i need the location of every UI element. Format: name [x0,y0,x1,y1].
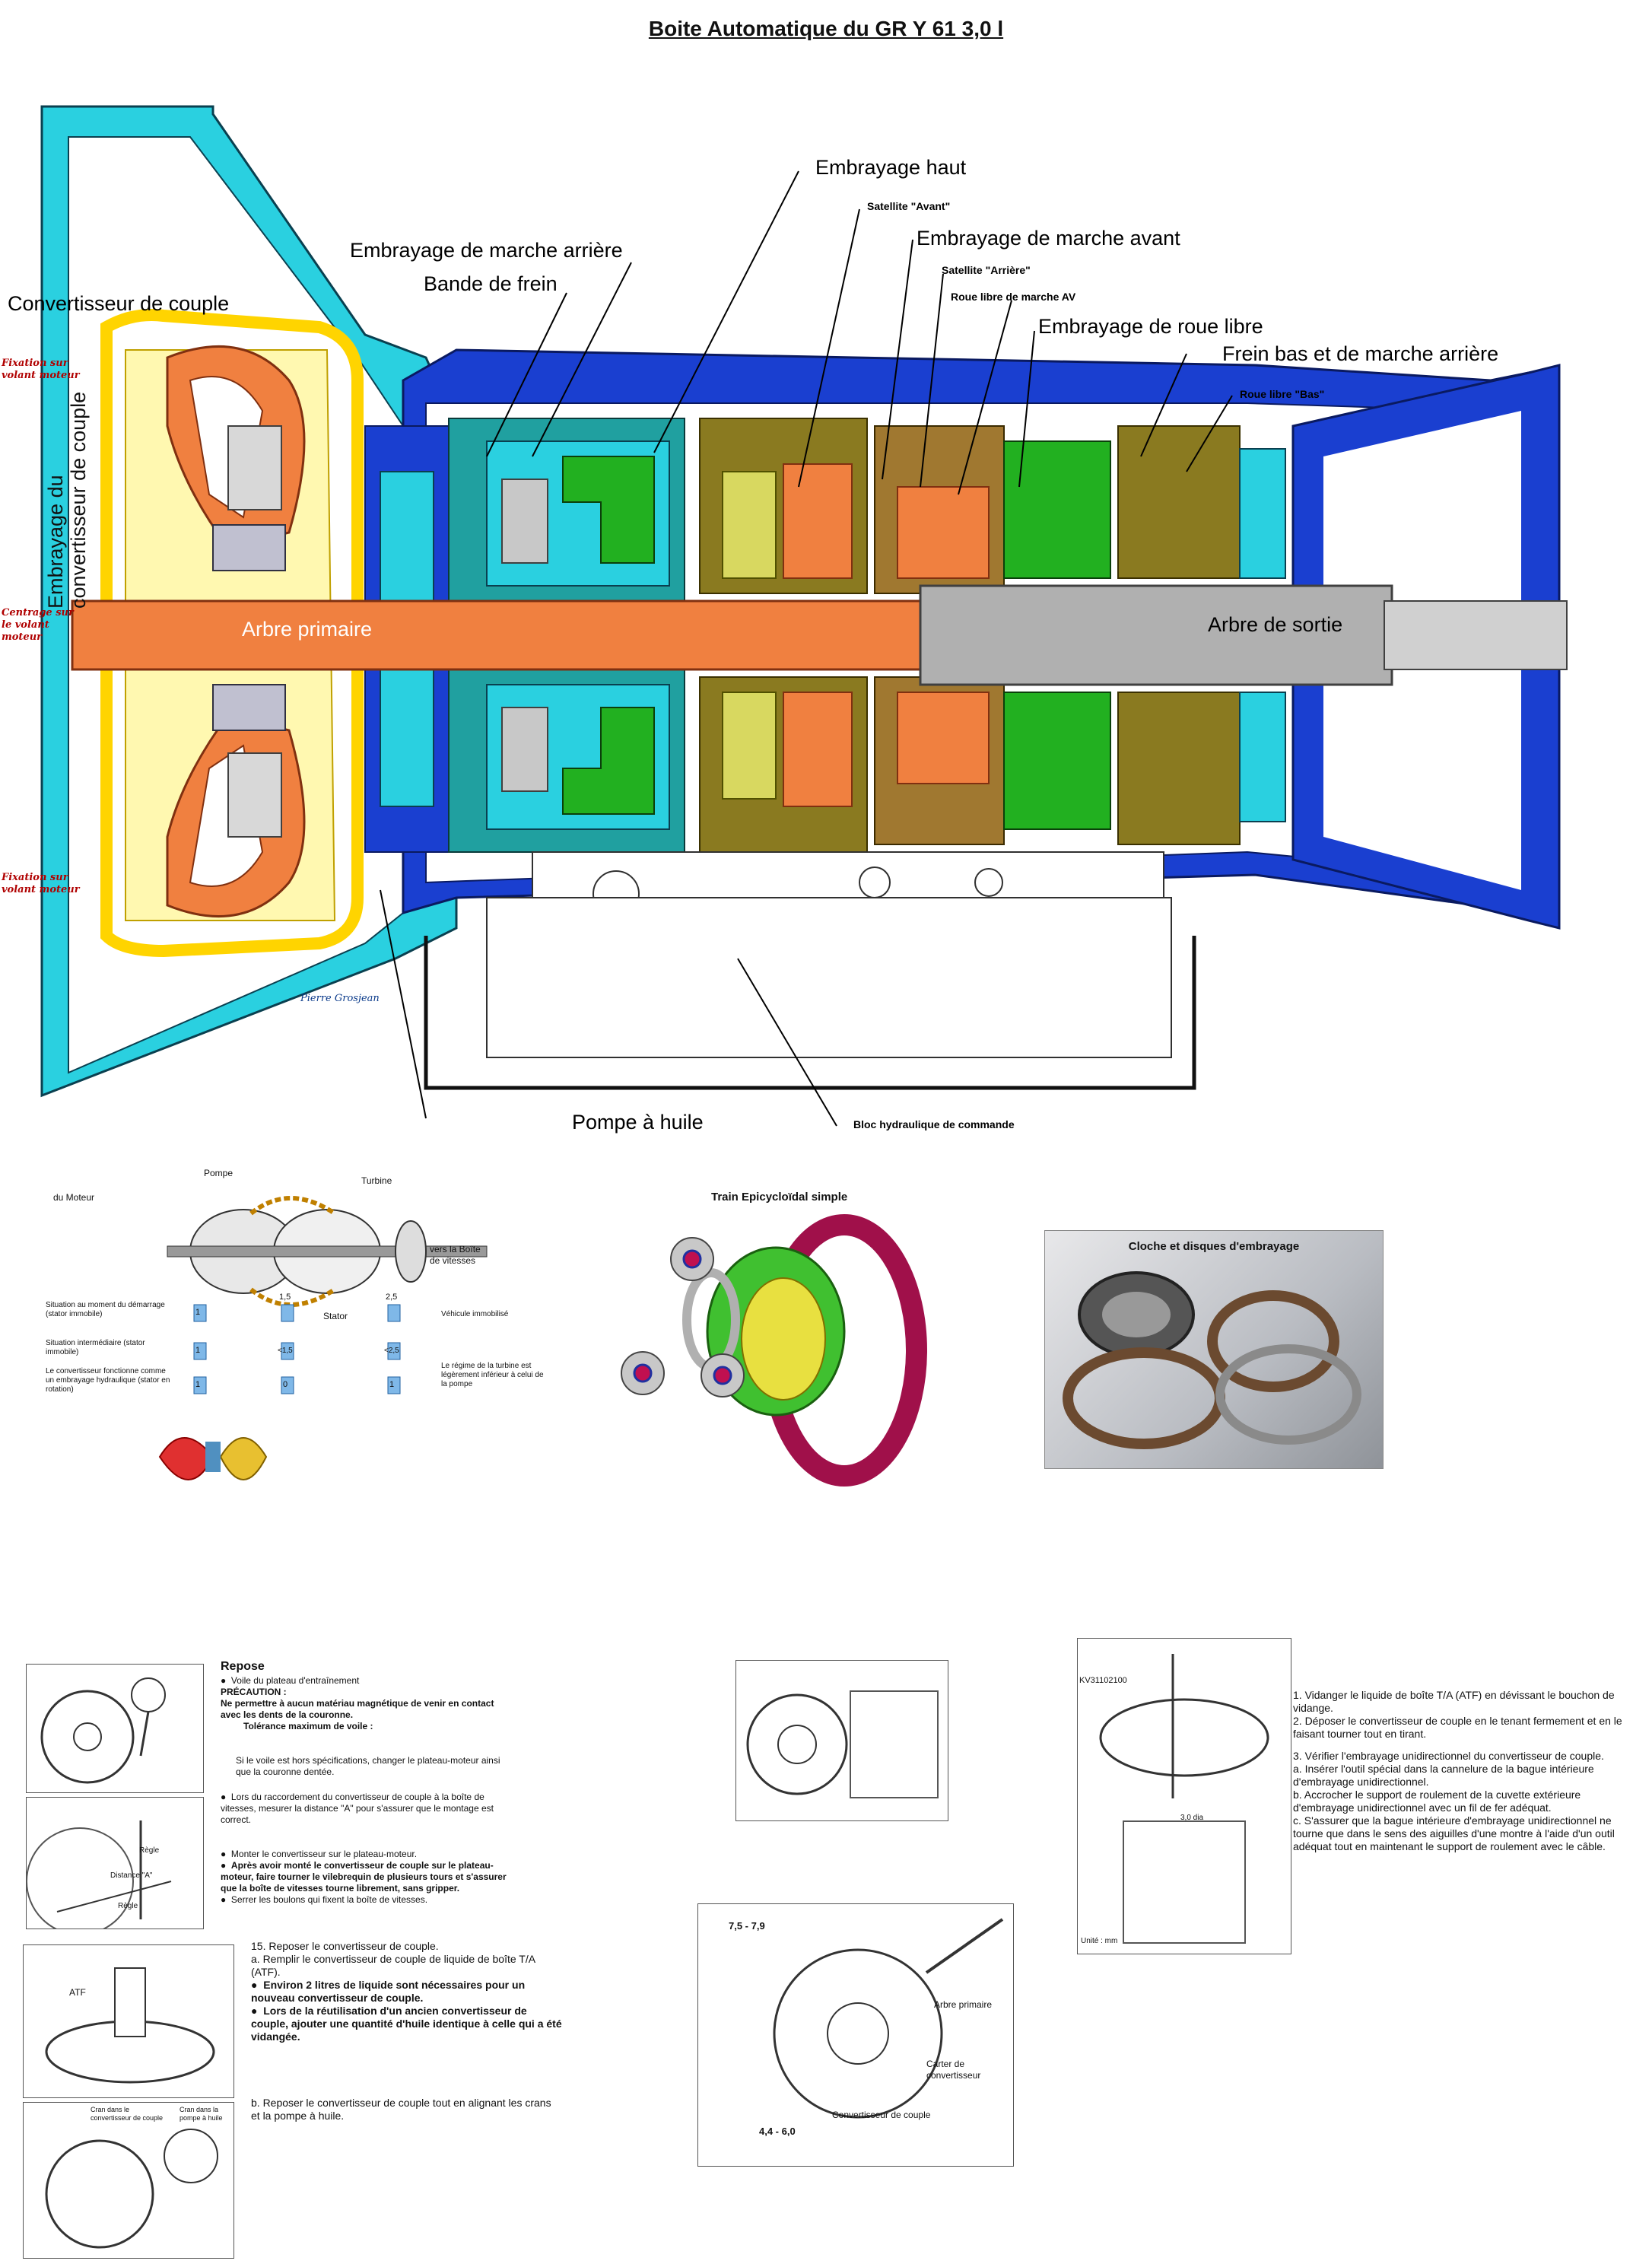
tool-code: KV31102100 [1079,1676,1127,1685]
cv-v2: 1 [195,1346,201,1355]
converter-oil-path [100,309,364,958]
cv-r1: 2,5 [386,1293,398,1302]
input-shaft [71,599,926,671]
label-bande-frein: Bande de frein [424,272,558,295]
figure-atf-fill: ATF [23,1944,234,2098]
cv-pompe: Pompe [204,1168,234,1178]
step15-text: 15. Reposer le convertisseur de couple. … [251,1940,562,2122]
cv-v3: 1 [195,1380,201,1389]
clutch-photo: Cloche et disques d'embrayage [1044,1230,1384,1469]
cv-r2: <2,5 [384,1347,399,1355]
label-arbre-primaire: Arbre primaire [242,618,373,641]
signature: Pierre Grosjean [300,993,380,1004]
figure-one-way-clutch: KV31102100 3,0 dia Unité : mm [1077,1638,1291,1954]
oil-pan [424,936,1196,1090]
label-embrayage-marche-avant: Embrayage de marche avant [917,227,1180,250]
transmission-cutaway [40,105,1568,1127]
output-spline [1384,600,1568,670]
label-embrayage-roue-libre: Embrayage de roue libre [1038,315,1263,338]
cv-turbine: Turbine [361,1175,392,1186]
repose-text-block: ● Voile du plateau d'entraînement PRÉCAU… [221,1675,507,1905]
figure-distance-a: Règle Distance "A" Règle [26,1797,204,1929]
label-satellite-arriere: Satellite "Arrière" [942,264,1031,276]
torque-t2: 4,4 - 6,0 [759,2126,796,2137]
figure-torque-spec: 7,5 - 7,9 4,4 - 6,0 Arbre primaire Carte… [697,1903,1014,2167]
figure-voile [26,1664,204,1793]
cran-pompe: Cran dans la pompe à huile [179,2106,223,2122]
cv-m3: 0 [283,1380,288,1389]
right-instructions: 1. Vidanger le liquide de boîte T/A (ATF… [1293,1689,1622,1852]
cv-du-moteur: du Moteur [53,1192,95,1203]
cv-row3: Le convertisseur fonctionne comme un emb… [46,1367,170,1394]
repose-regle2: Règle [118,1902,138,1910]
low-brake-upper [1117,425,1241,579]
stator-lower [212,684,286,731]
label-satellite-avant: Satellite "Avant" [867,200,951,212]
low-brake-lower [1117,692,1241,845]
label-roue-libre-bas: Roue libre "Bas" [1240,388,1325,400]
reverse-clutch-upper [562,456,655,564]
unite: Unité : mm [1081,1937,1118,1945]
overrun-clutch-upper [1003,440,1111,579]
front-planet-lower [783,692,853,807]
atf-label: ATF [69,1987,86,1998]
figure-converter-install [735,1660,948,1821]
label-embrayage-haut: Embrayage haut [815,156,967,179]
label-bloc-hydraulique: Bloc hydraulique de commande [853,1118,1015,1130]
repose-title: Repose [221,1660,265,1673]
front-planet-upper [783,463,853,579]
figure-crans: Cran dans le convertisseur de couple Cra… [23,2102,234,2259]
torque-carter: Carter de convertisseur [926,2059,981,2081]
cv-v1: 1 [195,1308,201,1317]
overrun-clutch-lower [1003,692,1111,830]
torque-conv: Convertisseur de couple [832,2110,931,2120]
cv-m2: <1,5 [278,1347,293,1355]
cv-vehicule: Véhicule immobilisé [441,1310,509,1318]
clutch-photo-title: Cloche et disques d'embrayage [1128,1240,1300,1253]
cv-m1: 1,5 [279,1293,291,1302]
repose-regle: Règle [139,1846,160,1855]
cv-regime: Le régime de la turbine est légèrement i… [441,1362,544,1388]
label-frein-bas: Frein bas et de marche arrière [1222,342,1499,365]
torque-t1: 7,5 - 7,9 [729,1920,765,1932]
cran-convertisseur: Cran dans le convertisseur de couple [91,2106,164,2122]
label-arbre-sortie: Arbre de sortie [1208,613,1343,636]
tool-dia: 3,0 dia [1180,1814,1204,1822]
cv-stator: Stator [323,1311,348,1321]
epicyclic-title: Train Epicycloïdal simple [711,1191,848,1204]
page-title: Boite Automatique du GR Y 61 3,0 l [648,17,1004,40]
label-pompe-huile: Pompe à huile [572,1111,704,1134]
torque-arbre: Arbre primaire [934,1999,993,2010]
cv-row1: Situation au moment du démarrage (stator… [46,1301,165,1318]
repose-distance: Distance "A" [110,1871,153,1880]
label-embrayage-marche-arriere: Embrayage de marche arrière [350,239,623,262]
stator-upper [212,524,286,571]
reverse-clutch-lower [562,707,655,815]
label-convertisseur: Convertisseur de couple [8,292,230,315]
cv-r3: 1 [389,1380,395,1389]
label-roue-libre-av: Roue libre de marche AV [951,291,1076,303]
cv-row2: Situation intermédiaire (stator immobile… [46,1339,145,1356]
